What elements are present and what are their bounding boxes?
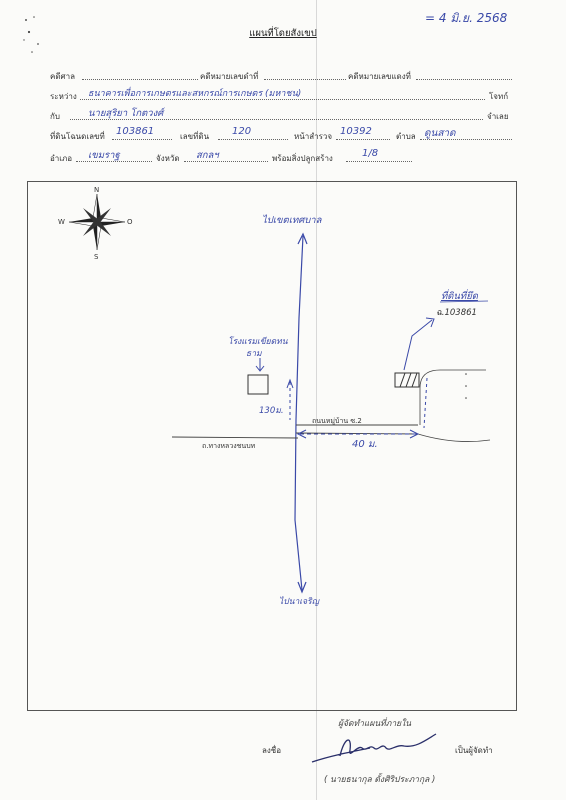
compass-east: O [127, 218, 133, 226]
red-case-field [416, 70, 512, 80]
signer-name: ( นายธนากุล ตั้งศิริประภากุล ) [324, 775, 436, 785]
hotel-pointer-arrow [255, 358, 265, 372]
red-case-label: คดีหมายเลขแดงที่ [348, 72, 411, 81]
deed-label: ที่ดินโฉนดเลขที่ [50, 132, 105, 141]
deed-value: 103861 [116, 126, 155, 137]
province-value: สกลฯ [196, 150, 219, 161]
with-value: นายสุริยา โกตวงศ์ [88, 108, 164, 119]
district-value: เขมราฐ [88, 150, 120, 161]
with-field [70, 110, 483, 120]
subdistrict-field [420, 130, 512, 140]
target-label-underline [439, 300, 489, 303]
black-case-field [264, 70, 346, 80]
survey-page-label: หน้าสำรวจ [294, 132, 333, 141]
province-label: จังหวัด [156, 154, 180, 163]
defendant-label: จำเลย [487, 112, 509, 121]
hotel-label-2: ธาม [246, 349, 262, 359]
between-value: ธนาคารเพื่อการเกษตรและสหกรณ์การเกษตร (มห… [88, 89, 302, 99]
signer-role: เป็นผู้จัดทำ [455, 746, 493, 755]
stamp-date: = 4 มิ.ย. 2568 [425, 11, 508, 25]
road-bottom-arrow [297, 581, 307, 594]
land-no-label: เลขที่ดิน [180, 132, 210, 141]
compass-west: W [58, 218, 65, 226]
fold-line [316, 0, 317, 800]
with-label: กับ [50, 112, 60, 121]
plaintiff-label: โจทก์ [489, 92, 509, 101]
arrow-130-up [286, 378, 294, 389]
road-top-arrow [297, 232, 308, 245]
soi-label: ถนนหมู่บ้าน ซ.2 [312, 417, 362, 425]
buildings-field [346, 152, 412, 162]
deed-field [112, 130, 172, 140]
district-label: อำเภอ [50, 154, 73, 163]
road-top-label: ไปเขตเทศบาล [262, 215, 322, 226]
mapper-label: ผู้จัดทำแผนที่ภายใน [338, 719, 412, 729]
distance-40-label: 40 ม. [352, 439, 378, 450]
between-label: ระหว่าง [50, 92, 77, 101]
parcel-dash-vertical [423, 377, 428, 429]
survey-page-field [336, 130, 390, 140]
target-pointer-arrow [403, 317, 435, 371]
compass-north: N [94, 186, 100, 194]
arrow-40-right [409, 429, 420, 439]
main-road-line [294, 235, 304, 591]
buildings-value: 1/8 [362, 148, 379, 159]
compass-rose [68, 193, 126, 251]
black-case-label: คดีหมายเลขดำที่ [200, 72, 259, 81]
subdistrict-label: ตำบล [396, 132, 416, 141]
survey-page-value: 10392 [340, 126, 372, 137]
distance-130-label: 130ม. [259, 406, 284, 416]
compass-south: S [94, 253, 99, 261]
district-field [76, 152, 152, 162]
province-field [184, 152, 268, 162]
hotel-label: โรงแรมเขียดทน [228, 337, 288, 347]
road-bottom-label: ไปนาเจริญ [279, 597, 319, 607]
land-no-field [218, 130, 288, 140]
main-road-label: ถ.ทางหลวงชนบท [202, 442, 256, 450]
page-title: แผนที่โดยสังเขป [249, 28, 317, 39]
buildings-label: พร้อมสิ่งปลูกสร้าง [272, 154, 333, 163]
map-frame [27, 181, 517, 711]
court-field [82, 70, 198, 80]
between-field [80, 90, 485, 100]
subdistrict-value: ดูนสาด [424, 128, 456, 139]
court-label: คดีศาล [50, 72, 76, 81]
target-label: ที่ดินที่ยึด [441, 291, 478, 302]
main-highway-line [171, 436, 299, 439]
scan-speckles [23, 16, 39, 53]
target-house [394, 372, 420, 388]
road-curve [417, 433, 491, 442]
signature-scribble [311, 733, 437, 763]
target-parcel-boundary [419, 369, 486, 389]
arrow-40-left [296, 429, 307, 439]
hotel-building [247, 374, 269, 395]
land-no-value: 120 [232, 126, 252, 137]
signer-prefix: ลงชื่อ [262, 746, 282, 755]
target-deed-label: ฉ.103861 [436, 308, 477, 318]
